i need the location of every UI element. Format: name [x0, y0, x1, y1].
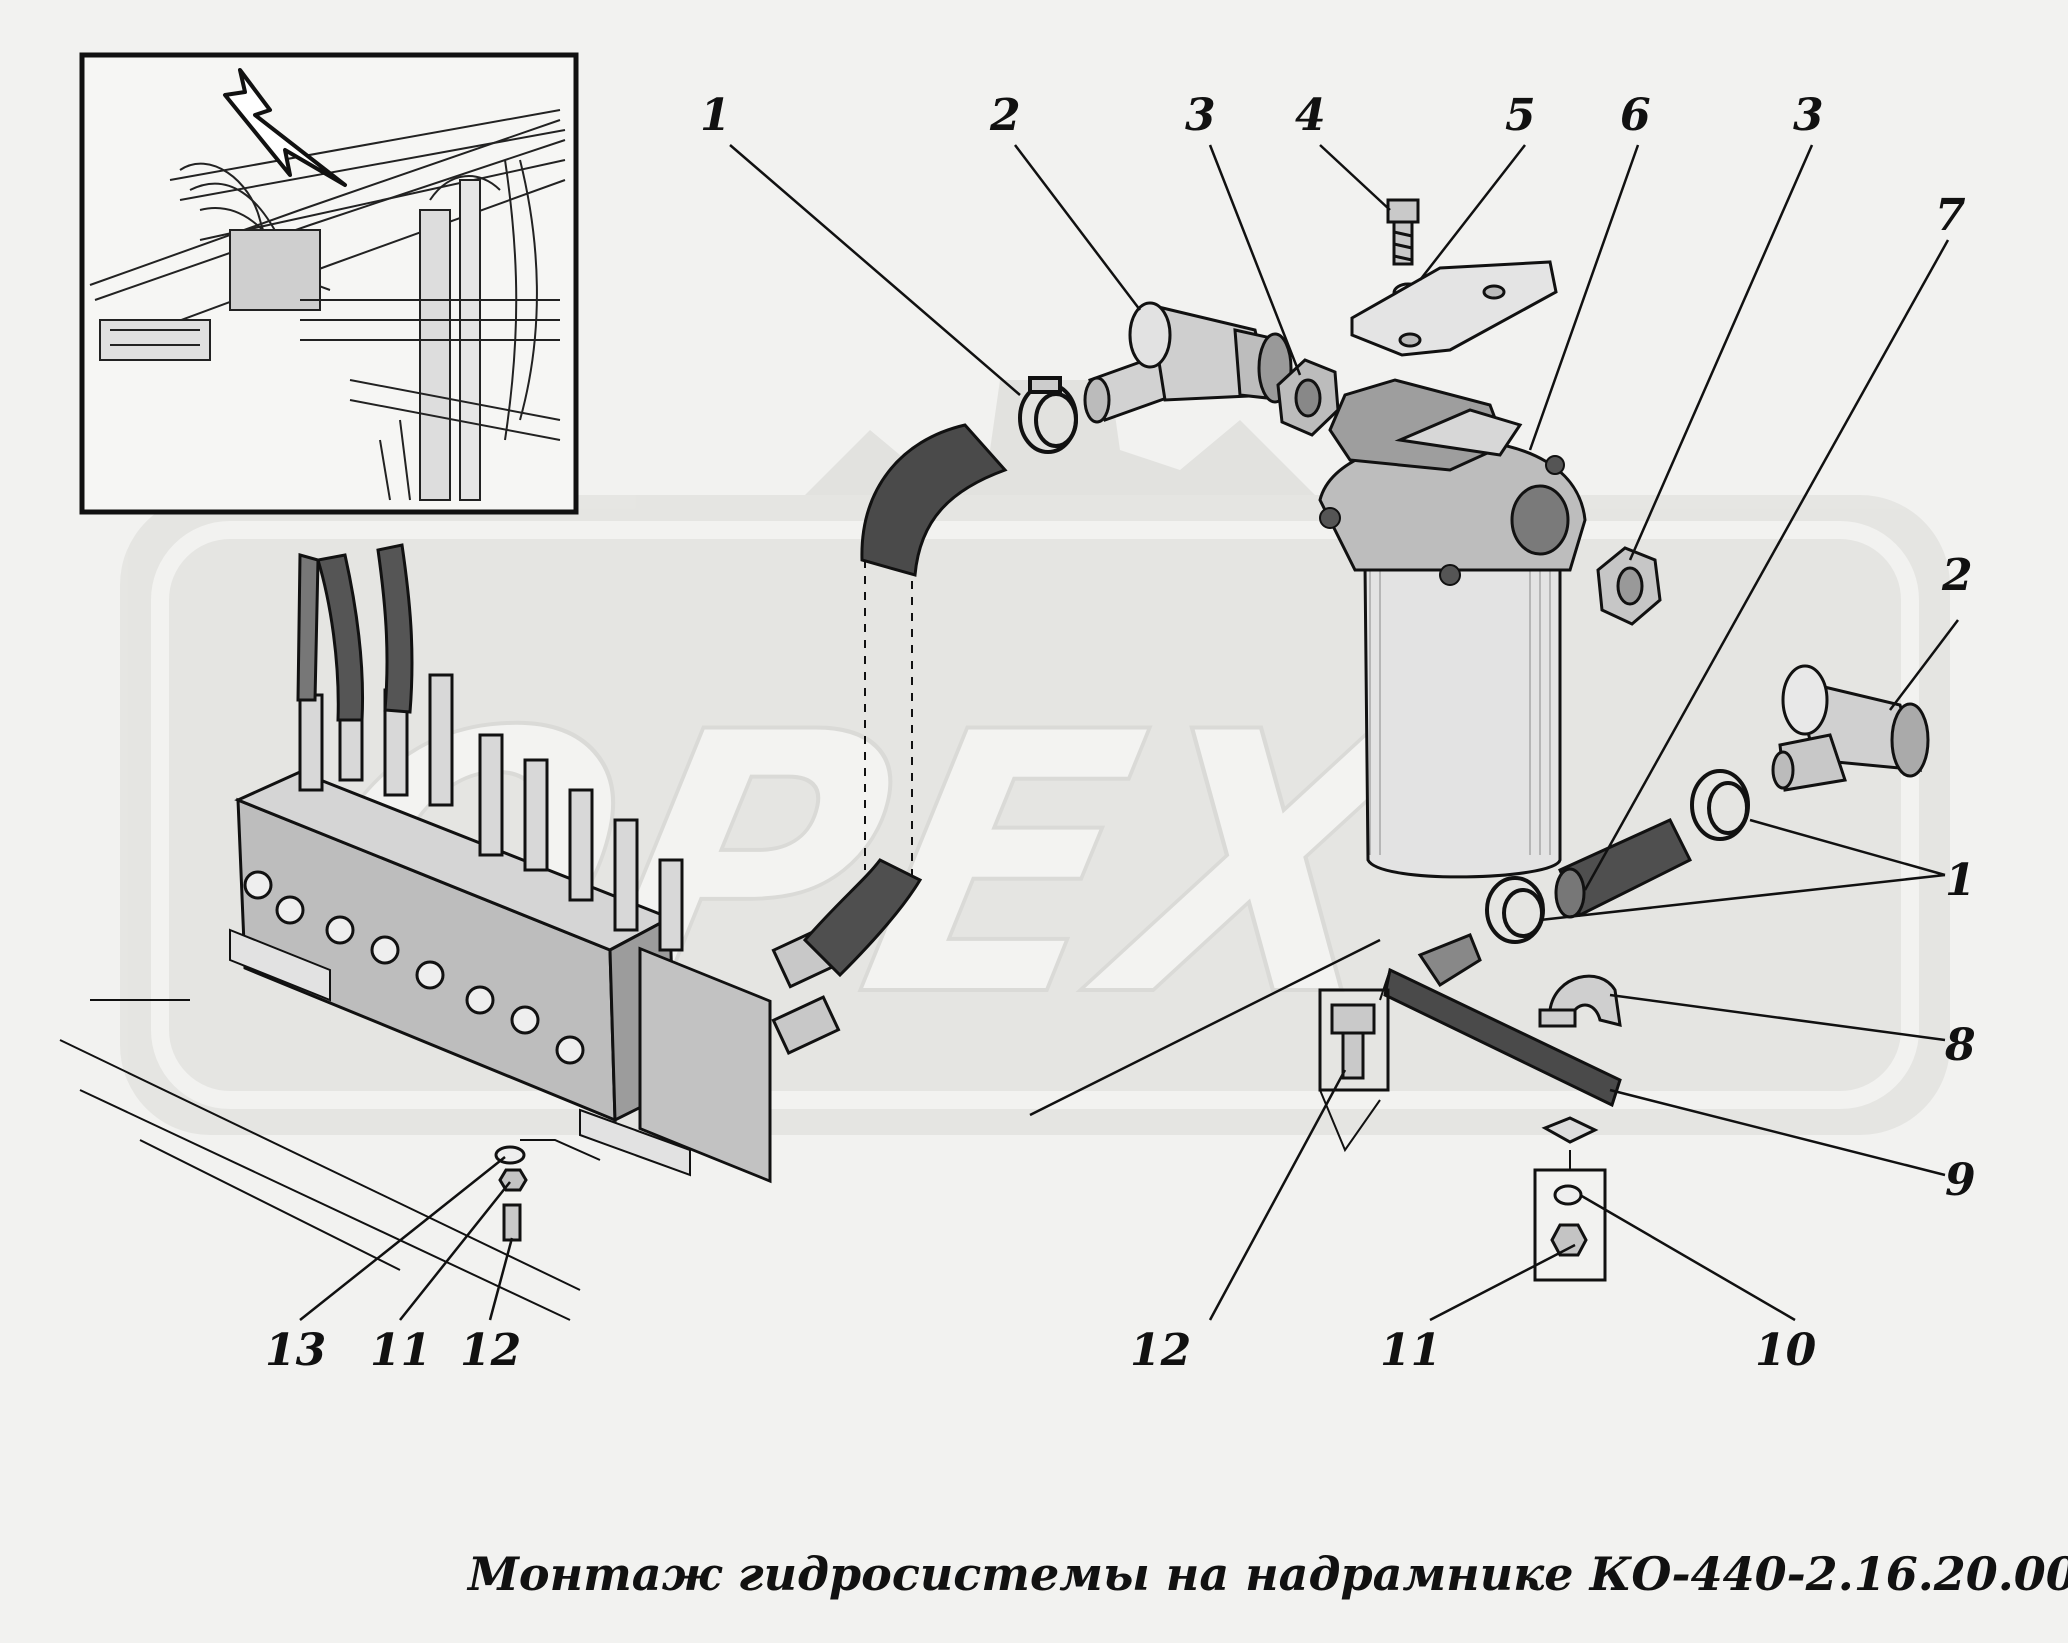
washer-10 — [1553, 1184, 1583, 1206]
callout-3-top-left: 3 — [1185, 90, 1216, 141]
filter-housing-shading — [1369, 570, 1551, 855]
callout-1-right: 1 — [1945, 855, 1976, 906]
hose-lower — [802, 858, 923, 978]
bolt-12-left — [502, 1203, 522, 1242]
valve-ports — [243, 870, 585, 1065]
filter-housing — [1363, 563, 1562, 879]
callout-5: 5 — [1505, 90, 1536, 141]
valve-mount-plate — [229, 928, 691, 1177]
valve-hoses-upper — [296, 543, 414, 722]
callout-12-center: 12 — [1130, 1325, 1191, 1376]
callout-8: 8 — [1944, 1020, 1976, 1071]
callout-1-top: 1 — [700, 90, 731, 141]
lock-nut-right — [1596, 546, 1662, 626]
bracket-top — [1350, 260, 1558, 357]
pipe-clamp — [1538, 974, 1622, 1028]
callout-13-left: 13 — [265, 1325, 326, 1376]
nut-11-left — [498, 1168, 528, 1192]
bolt-4 — [1386, 198, 1420, 266]
nut-detail-box — [1533, 1116, 1607, 1282]
hose-clamp-right — [1485, 769, 1750, 944]
callout-9: 9 — [1945, 1155, 1976, 1206]
leader-lines — [299, 144, 1959, 1322]
pipe-clamp-leader — [1379, 969, 1391, 1001]
inset-machinery — [89, 109, 566, 501]
callout-11-center: 11 — [1380, 1325, 1441, 1376]
fitting-elbow-right — [1771, 664, 1930, 792]
valve-block — [59, 543, 843, 1321]
inset-pointer-arrow — [223, 68, 347, 187]
hose-upper — [860, 423, 1008, 577]
callout-3-top-right: 3 — [1793, 90, 1824, 141]
hose-dashed-connection — [864, 560, 913, 880]
fitting-elbow-top — [1083, 301, 1293, 424]
square-washer — [1541, 1116, 1599, 1144]
left-hardware — [494, 1139, 601, 1242]
pipe-fitting — [1417, 933, 1482, 988]
hydraulic-filter — [1318, 378, 1587, 879]
callouts: 1 2 3 4 5 6 3 7 2 1 8 9 12 11 10 13 11 1… — [265, 90, 1976, 1376]
inset-frame — [79, 52, 579, 515]
callout-2-right: 2 — [1941, 550, 1973, 601]
callout-7: 7 — [1935, 190, 1966, 241]
diagram-caption: Монтаж гидросистемы на надрамнике КО-440… — [466, 1547, 2068, 1601]
hose-clamp-top — [1018, 376, 1078, 454]
callout-11-left: 11 — [370, 1325, 431, 1376]
inset-view — [79, 52, 579, 515]
watermark-band-inner — [151, 521, 1919, 1109]
callout-2-top: 2 — [989, 90, 1021, 141]
callout-6: 6 — [1620, 90, 1651, 141]
pipe — [1383, 967, 1622, 1108]
filter-flange — [1394, 408, 1523, 457]
nut-11 — [1550, 1223, 1588, 1257]
callout-12-left: 12 — [460, 1325, 521, 1376]
filter-port — [1510, 484, 1570, 556]
frame-rails — [59, 999, 581, 1321]
valve-end-cap — [638, 946, 772, 1184]
bolt-detail-box — [1318, 988, 1390, 1153]
valve-tubes — [298, 673, 684, 952]
callout-10: 10 — [1755, 1325, 1817, 1376]
callout-4: 4 — [1295, 90, 1326, 141]
